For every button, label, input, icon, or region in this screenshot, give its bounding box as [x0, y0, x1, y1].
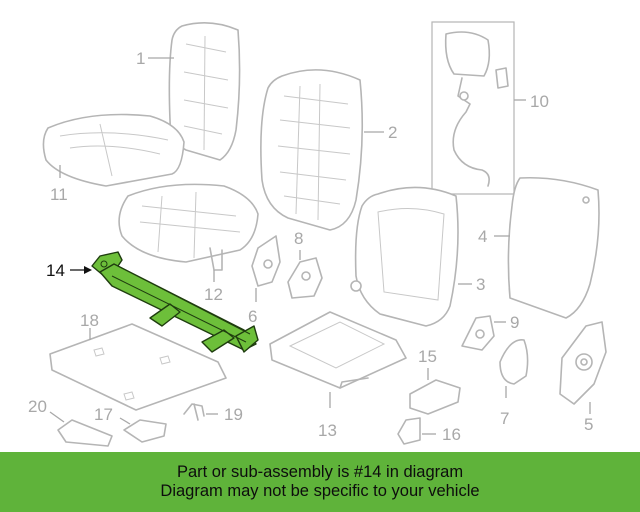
callout-8: 8: [294, 229, 303, 248]
leader-20: [49, 411, 65, 423]
part-15-latch: [409, 379, 461, 415]
callout-20: 20: [28, 397, 47, 416]
callout-6: 6: [248, 307, 257, 326]
part-12-cushion-frame: [118, 183, 259, 271]
callout-19: 19: [224, 405, 243, 424]
callout-4: 4: [478, 227, 487, 246]
leader-17: [119, 417, 131, 425]
callout-13: 13: [318, 421, 337, 440]
part-4-back-panel: [507, 176, 600, 319]
arrowhead-14: [84, 266, 92, 274]
part-8-hinge-bracket: [287, 257, 323, 299]
callout-5: 5: [584, 415, 593, 434]
part-18-floor-panel: [49, 323, 227, 411]
banner-line-1: Part or sub-assembly is #14 in diagram: [176, 463, 464, 481]
callout-16: 16: [442, 425, 461, 444]
callout-10: 10: [530, 92, 549, 111]
part-16-clip: [397, 417, 421, 445]
callout-9: 9: [510, 313, 519, 332]
part-20-bracket: [57, 419, 113, 447]
part-13-track-base: [269, 311, 407, 389]
part-5-recliner: [559, 321, 607, 405]
callout-2: 2: [388, 123, 397, 142]
part-2-seat-back-pad: [260, 69, 364, 231]
part-1-seat-back-cover: [168, 22, 241, 161]
callout-18: 18: [80, 311, 99, 330]
part-10-wiring-assembly: [431, 21, 515, 195]
callout-15: 15: [418, 347, 437, 366]
callout-17: 17: [94, 405, 113, 424]
part-19-wire-clip: [183, 403, 205, 421]
callout-14: 14: [46, 261, 65, 280]
part-11-cushion-cover: [42, 113, 185, 187]
part-9-hinge: [461, 315, 495, 351]
banner-line-2: Diagram may not be specific to your vehi…: [160, 482, 480, 500]
part-6-bracket: [251, 235, 281, 287]
callout-1: 1: [136, 49, 145, 68]
callout-11: 11: [50, 185, 68, 204]
part-7-cover: [499, 339, 529, 385]
part-3-seat-back-frame: [350, 186, 459, 327]
part-17-module: [123, 419, 167, 443]
part-14-seat-track-highlight: [91, 251, 259, 353]
callout-7: 7: [500, 409, 509, 428]
parts-diagram: 1 11 2 10 12 6 8: [28, 21, 607, 447]
info-banner: Part or sub-assembly is #14 in diagram D…: [0, 452, 640, 512]
callout-3: 3: [476, 275, 485, 294]
callout-12: 12: [204, 285, 223, 304]
